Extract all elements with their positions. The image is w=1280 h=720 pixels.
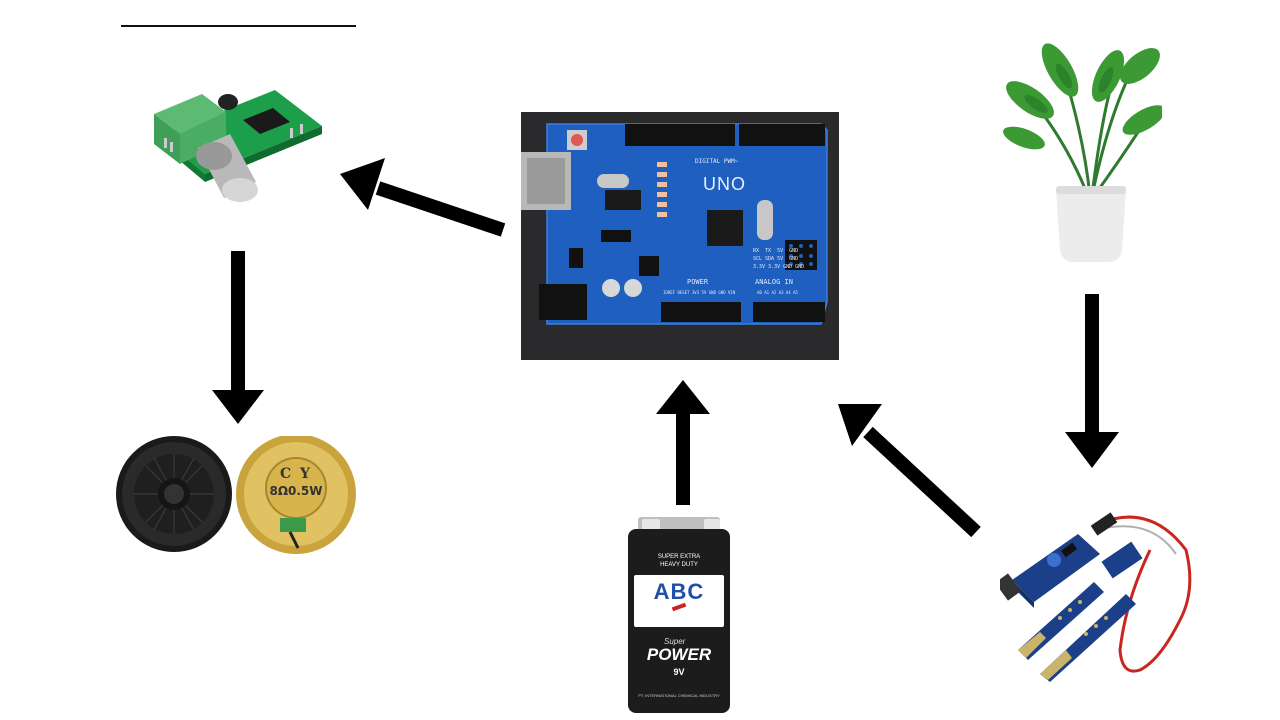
arduino-power-label: POWER [687,278,709,286]
arrow-arduino-to-amplifier [340,158,506,237]
battery-brand: ABC [653,579,705,604]
battery-super-text: Super [664,637,686,646]
arduino-uno-label: UNO [703,174,746,194]
amplifier-module-image [140,86,330,221]
title-underline [121,25,356,27]
battery-maker: PT. INTERNATIONAL CHEMICAL INDUSTRY [638,693,720,698]
battery-voltage: 9V [673,667,685,677]
arduino-pin-legend-scl: SCL SDA 5V GND [753,256,799,262]
arduino-uno-image: UNO DIGITAL PWM~ POWER ANALOG IN IOREF R… [521,112,839,360]
arrow-plant-to-sensor [1065,294,1119,468]
arduino-analog-pins: A0 A1 A2 A3 A4 A5 [757,290,798,295]
plant-image [1000,40,1162,264]
speaker-rating-text: 8Ω0.5W [269,484,323,498]
battery-tagline-2: HEAVY DUTY [660,562,698,568]
arrow-sensor-to-arduino [838,404,981,538]
arduino-pin-legend-rx: RX TX 5V GND [753,248,799,254]
battery-tagline-1: SUPER EXTRA [657,554,701,560]
battery-power-text: POWER [646,645,712,664]
arduino-pin-legend-v: 3.3V 3.3V GND GND [753,264,805,270]
arduino-power-pins: IOREF RESET 3V3 5V GND GND VIN [663,290,736,295]
battery-image: SUPER EXTRA HEAVY DUTY ABC Super POWER 9… [628,517,730,713]
soil-moisture-sensor-image [1000,510,1196,682]
arrow-battery-to-arduino [656,380,710,505]
speaker-image: C Y 8Ω0.5W [110,436,362,556]
speaker-brand-text: C Y [279,466,312,482]
arduino-analog-label: ANALOG IN [755,278,793,286]
arduino-digital-label: DIGITAL PWM~ [695,158,739,165]
arrow-amplifier-to-speaker [212,251,264,424]
